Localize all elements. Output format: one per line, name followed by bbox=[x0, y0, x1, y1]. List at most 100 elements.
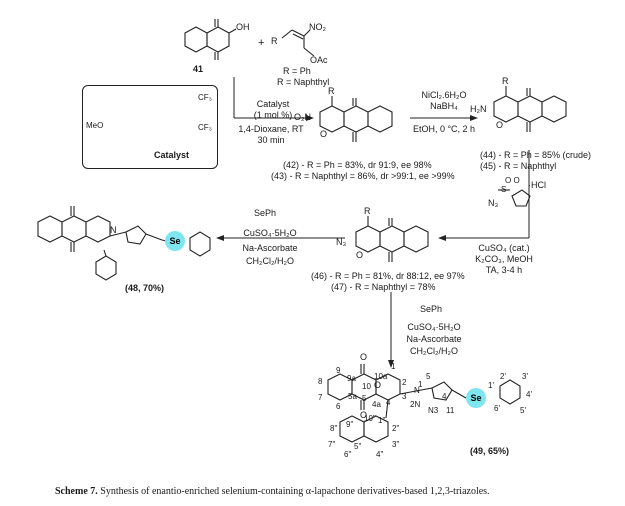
num-11: 11 bbox=[446, 406, 455, 415]
triazole-n1: N bbox=[414, 386, 420, 395]
num-tri-1: 1 bbox=[418, 380, 423, 389]
num-9a: 9a bbox=[347, 374, 356, 383]
num-9dp: 9" bbox=[346, 420, 354, 429]
num-1prime: 1' bbox=[488, 381, 494, 390]
step2-line2: NaBH₄ bbox=[430, 101, 458, 111]
step3-line3: TA, 3-4 h bbox=[485, 265, 523, 275]
step5-line3: CH₂Cl₂/H₂O bbox=[410, 346, 458, 356]
step5-line1: CuSO₄·5H₂O bbox=[407, 322, 461, 332]
num-5dp: 5" bbox=[354, 442, 362, 451]
step3-line1: CuSO₄ (cat.) bbox=[478, 243, 530, 253]
sulfonyl-label: O O bbox=[505, 176, 520, 185]
compound-49-structure bbox=[327, 364, 521, 443]
compound-41-structure bbox=[184, 19, 237, 60]
num-1dp: 1" bbox=[378, 416, 386, 425]
num-10a: 10a bbox=[374, 372, 388, 381]
triazole-n2: 2N bbox=[410, 400, 421, 409]
r-46-label: R bbox=[364, 206, 371, 216]
catalyst-box bbox=[82, 85, 218, 169]
num-1: 1 bbox=[391, 362, 396, 371]
num-8dp: 8" bbox=[330, 424, 338, 433]
h2n-label: H₂N bbox=[470, 104, 487, 114]
o-ring-49-label: O bbox=[374, 380, 382, 390]
step4-line1: CuSO₄·5H₂O bbox=[243, 228, 297, 238]
cf3-top-label: CF₃ bbox=[198, 93, 212, 102]
n3-label: N₃ bbox=[336, 237, 347, 247]
num-2prime: 2' bbox=[500, 372, 506, 381]
o-ring-42-label: O bbox=[320, 129, 328, 139]
compound-42-43-structure bbox=[319, 96, 393, 142]
compound-42-result: (42) - R = Ph = 83%, dr 91:9, ee 98% bbox=[283, 160, 432, 170]
compound-44-45-structure bbox=[493, 86, 567, 132]
num-4prime: 4' bbox=[526, 390, 532, 399]
step4-line3: CH₂Cl₂/H₂O bbox=[246, 256, 294, 266]
compound-45-result: (45) - R = Naphthyl bbox=[480, 161, 557, 171]
step1-line2: (1 mol %) bbox=[253, 110, 293, 120]
num-6dp: 6" bbox=[344, 450, 352, 459]
no2-label: NO₂ bbox=[309, 22, 326, 32]
step3-line2: K₂CO₃, MeOH bbox=[475, 254, 533, 264]
compound-48-structure bbox=[37, 206, 211, 281]
sph-step4-label: SePh bbox=[254, 208, 277, 218]
num-3prime: 3' bbox=[522, 372, 528, 381]
plus-sign: + bbox=[258, 37, 265, 49]
num-3dp: 3" bbox=[392, 440, 400, 449]
step4-line2: Na-Ascorbate bbox=[242, 243, 298, 253]
compound-49-label: (49, 65%) bbox=[470, 446, 510, 456]
num-5a: 5a bbox=[348, 392, 357, 401]
n3-reagent-label: N₃ bbox=[488, 198, 499, 208]
selenium-badge-48: Se bbox=[165, 231, 185, 251]
num-tri-4: 4 bbox=[442, 392, 447, 401]
num-5: 5 bbox=[362, 394, 367, 403]
step1-line4: 30 min bbox=[257, 135, 285, 145]
o-ring-46-label: O bbox=[356, 250, 364, 260]
caption-label: Scheme 7. bbox=[55, 486, 98, 497]
num-10dp: 10" bbox=[364, 414, 376, 423]
num-9: 9 bbox=[336, 366, 341, 375]
n1-48-label: N bbox=[110, 225, 117, 235]
num-4dp: 4" bbox=[376, 450, 384, 459]
triazole-n3: N3 bbox=[428, 406, 439, 415]
imidazole-sulfonyl-azide-structure bbox=[498, 189, 531, 207]
num-tri-5: 5 bbox=[426, 372, 431, 381]
step5-line2: Na-Ascorbate bbox=[406, 334, 462, 344]
num-3: 3 bbox=[402, 392, 407, 401]
r-44-label: R bbox=[502, 76, 509, 86]
o-bottom-49-label: O bbox=[360, 410, 368, 420]
compound-47-result: (47) - R = Naphthyl = 78% bbox=[331, 282, 436, 292]
selenium-badge-49: Se bbox=[466, 388, 486, 408]
step2-line3: EtOH, 0 °C, 2 h bbox=[412, 124, 476, 134]
num-7: 7 bbox=[318, 393, 323, 402]
num-5prime: 5' bbox=[520, 406, 526, 415]
step1-line3: 1,4-Dioxane, RT bbox=[238, 124, 304, 134]
compound-41-label: 41 bbox=[193, 64, 204, 74]
num-2dp: 2" bbox=[392, 424, 400, 433]
compound-48-label: (48, 70%) bbox=[125, 283, 165, 293]
num-8: 8 bbox=[318, 377, 323, 386]
scheme-caption: Scheme 7. Synthesis of enantio-enriched … bbox=[55, 486, 490, 498]
o-top-49-label: O bbox=[360, 352, 368, 362]
step1-line1: Catalyst bbox=[256, 99, 290, 109]
r-naphthyl-label: R = Naphthyl bbox=[277, 77, 330, 87]
meo-label: MeO bbox=[86, 121, 104, 130]
num-2: 2 bbox=[402, 378, 407, 387]
num-6prime: 6' bbox=[494, 404, 500, 413]
num-10: 10 bbox=[362, 382, 371, 391]
caption-text: Synthesis of enantio-enriched selenium-c… bbox=[97, 486, 490, 497]
compound-43-result: (43) - R = Naphthyl = 86%, dr >99:1, ee … bbox=[271, 171, 455, 181]
nitroalkene-structure bbox=[281, 29, 315, 57]
o-ring-44-label: O bbox=[496, 120, 504, 130]
hcl-label: ·HCl bbox=[528, 180, 546, 190]
step2-line1: NiCl₂.6H₂O bbox=[421, 90, 467, 100]
r-42-label: R bbox=[328, 86, 335, 96]
r-ph-label: R = Ph bbox=[283, 66, 311, 76]
compound-46-47-structure bbox=[355, 216, 429, 262]
num-4a: 4a bbox=[372, 400, 381, 409]
arrows bbox=[216, 77, 530, 368]
r-label: R bbox=[271, 36, 278, 46]
num-4: 4 bbox=[386, 398, 391, 407]
catalyst-label: Catalyst bbox=[154, 150, 190, 160]
oh-label: OH bbox=[236, 22, 250, 32]
compound-44-result: (44) - R = Ph = 85% (crude) bbox=[480, 150, 592, 160]
